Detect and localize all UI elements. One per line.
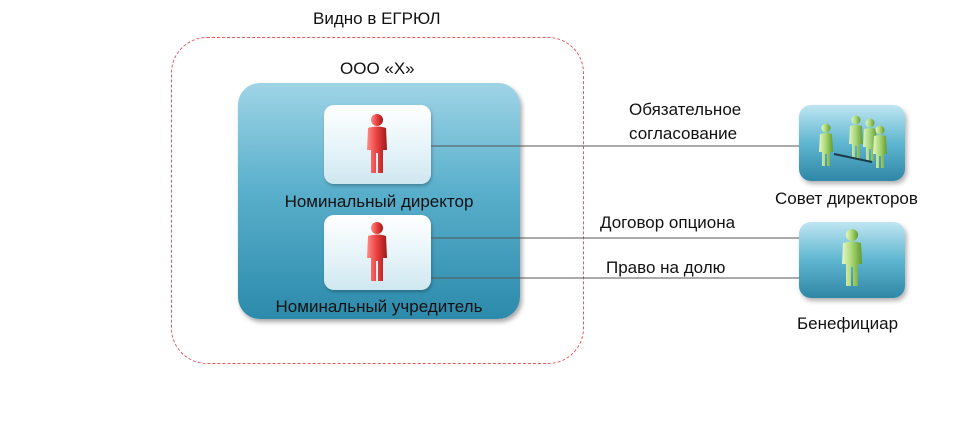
beneficiary-icon bbox=[842, 229, 862, 286]
approval-label-line1: Обязательное bbox=[629, 100, 742, 119]
beneficiary-label: Бенефициар bbox=[797, 314, 899, 333]
share-right-label: Право на долю bbox=[606, 258, 726, 277]
option-agreement-label: Договор опциона bbox=[600, 213, 736, 232]
board-label: Совет директоров bbox=[775, 189, 918, 208]
director-label: Номинальный директор bbox=[284, 192, 474, 211]
egrul-visibility-region bbox=[171, 37, 584, 364]
nominee-founder-icon bbox=[367, 222, 387, 281]
board-group-icon bbox=[819, 115, 887, 168]
company-title: ООО «Х» bbox=[340, 59, 415, 78]
approval-label-line2: согласование bbox=[629, 124, 738, 143]
region-label: Видно в ЕГРЮЛ bbox=[313, 9, 441, 28]
nominee-director-icon bbox=[367, 114, 387, 173]
founder-label: Номинальный учредитель bbox=[275, 297, 483, 316]
